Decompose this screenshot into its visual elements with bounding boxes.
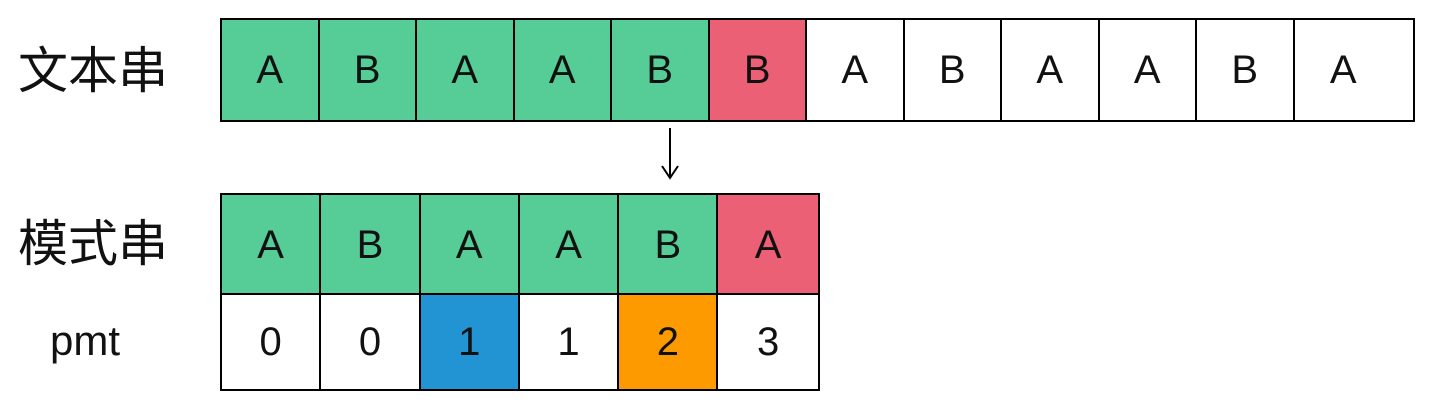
pmt-cell: 1 [420,295,520,389]
pmt-cell: 3 [718,295,818,389]
text-string-label: 文本串 [18,42,168,100]
text-cell: A [807,20,905,120]
pattern-string-label: 模式串 [18,215,168,273]
pmt-cell: 0 [321,295,421,389]
pattern-cell: A [519,195,620,295]
pattern-cell: A [420,195,520,295]
text-cell: B [904,20,1002,120]
text-cell: A [1099,20,1197,120]
text-cell: A [514,20,612,120]
text-cell: A [1002,20,1100,120]
pattern-cell: B [619,195,719,295]
down-arrow-icon [661,128,679,180]
pattern-cell: A [222,195,322,295]
pattern-cell: B [321,195,421,295]
pmt-cell: 1 [519,295,620,389]
text-cell: B [612,20,710,120]
pmt-cell: 2 [619,295,719,389]
text-cell: A [222,20,320,120]
text-cell: A [417,20,515,120]
pattern-cell: A [718,195,818,295]
pmt-cell: 0 [222,295,322,389]
text-cell: B [319,20,417,120]
pmt-label: pmt [50,317,121,364]
text-cell: B [1197,20,1295,120]
text-cell: B [709,20,807,120]
text-cell: A [1294,20,1392,120]
